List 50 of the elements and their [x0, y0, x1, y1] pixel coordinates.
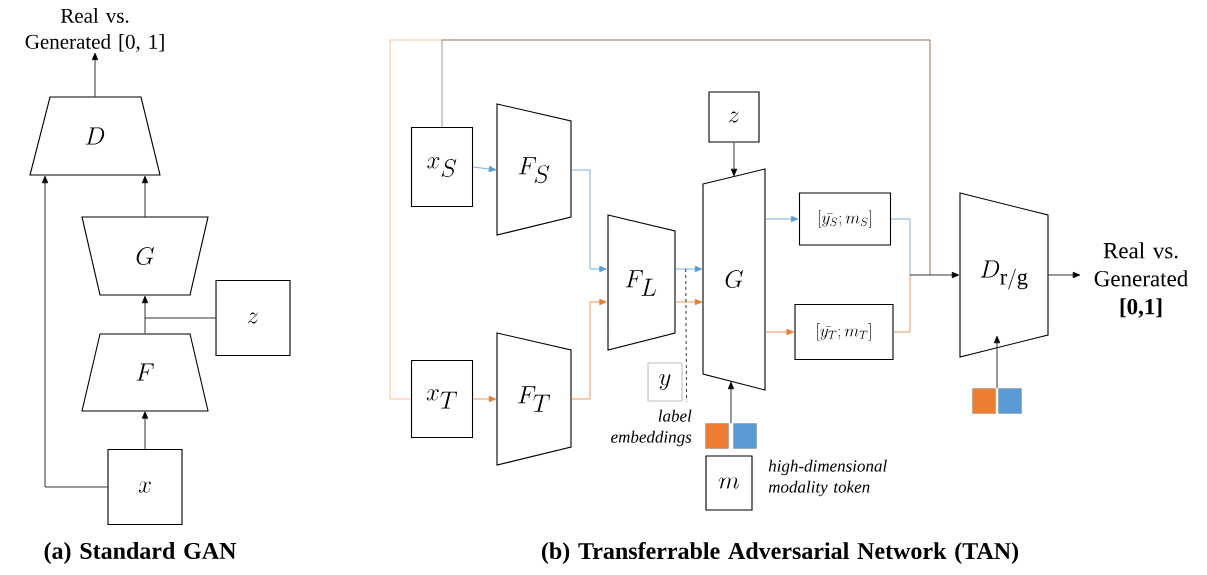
color-swatch: [998, 388, 1022, 414]
color-swatch: [705, 423, 729, 449]
variable-box: $y$: [647, 362, 683, 402]
connector-line: [890, 218, 911, 276]
variable-box: $[\bar{y_T}; m_T]$: [794, 303, 894, 361]
arrow: [91, 52, 99, 98]
annotation-text: label embeddings: [611, 409, 692, 447]
arrow: [1047, 271, 1081, 279]
arrow: [909, 271, 960, 279]
output-label: Real vs. Generated [0,1]: [1094, 242, 1188, 318]
connector-line: [441, 39, 931, 276]
arrow: [472, 395, 497, 403]
arrow: [993, 335, 1001, 389]
variable-box: $x_S$: [410, 126, 474, 208]
variable-box: $m$: [705, 455, 753, 511]
variable-box: $[\bar{y_S}; m_S]$: [798, 192, 892, 246]
connector-line: [893, 274, 911, 333]
variable-box: $x_T$: [410, 359, 474, 439]
arrow: [727, 381, 735, 424]
trapezoid-block: $F_T$: [496, 332, 572, 466]
arrow: [674, 298, 703, 306]
color-swatch: [733, 423, 757, 449]
connector-line: [144, 317, 216, 319]
trapezoid-block: $G$: [81, 216, 209, 296]
trapezoid-block: $F$: [81, 333, 209, 412]
arrow: [41, 175, 108, 488]
arrow: [674, 265, 703, 273]
trapezoid-block: $G$: [702, 168, 766, 391]
trapezoid-block: $F_S$: [496, 103, 572, 236]
arrow: [141, 295, 149, 319]
variable-box: $z$: [215, 279, 291, 357]
trapezoid-block: $F_L$: [607, 214, 676, 351]
connector-line: [144, 317, 146, 334]
variable-box: $z$: [708, 91, 760, 143]
arrow: [570, 169, 607, 273]
arrow: [141, 175, 149, 218]
trapezoid-block: $D_{\mathrm{r/g}}$: [959, 192, 1049, 358]
variable-box: $x$: [107, 448, 183, 526]
connector-line: [685, 268, 687, 402]
color-swatch: [972, 388, 996, 414]
arrow: [141, 411, 149, 450]
arrow: [764, 215, 799, 223]
arrow: [764, 328, 794, 336]
arrow: [570, 298, 607, 400]
arrow: [472, 165, 497, 173]
annotation-text: high-dimensional modality token: [768, 459, 887, 497]
arrow: [730, 142, 738, 177]
caption: (b) Transferrable Adversarial Network (TAN): [541, 542, 1019, 564]
trapezoid-block: $D$: [29, 96, 161, 176]
output-label: Real vs. Generated [0, 1]: [25, 8, 164, 52]
